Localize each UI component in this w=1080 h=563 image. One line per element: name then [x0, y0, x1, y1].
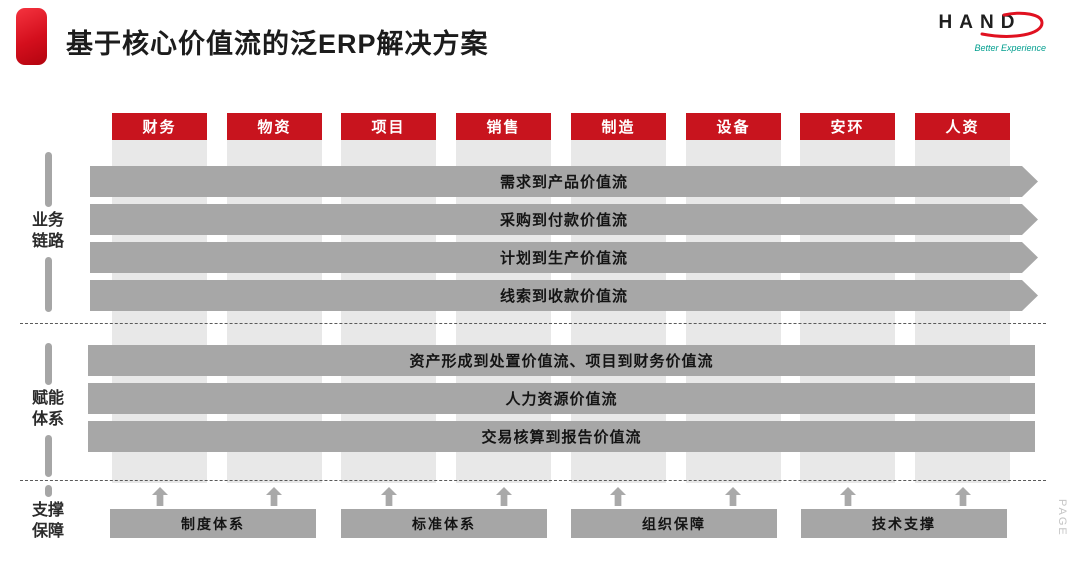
up-arrow-icon [496, 487, 512, 506]
section-bar [44, 485, 52, 497]
module-header-finance: 财务 [112, 113, 207, 140]
section-bar [44, 343, 52, 386]
section-label-support: 支撑 保障 [24, 485, 72, 543]
up-arrow-icon [955, 487, 971, 506]
module-header-manufacturing: 制造 [571, 113, 666, 140]
section-label-text: 支撑 保障 [31, 502, 64, 540]
up-arrow-icon [725, 487, 741, 506]
page-title: 基于核心价值流的泛ERP解决方案 [66, 29, 489, 59]
module-header-sales: 销售 [456, 113, 551, 140]
hand-logo: HAND Better Experience [914, 11, 1046, 53]
section-label-business-chain: 业务 链路 [24, 152, 72, 312]
section-label-text: 赋能 体系 [31, 390, 64, 428]
section-bar [44, 152, 52, 208]
title-accent-ribbon [16, 8, 47, 65]
module-header-hr: 人资 [915, 113, 1010, 140]
section-label-enable-system: 赋能 体系 [24, 343, 72, 477]
value-stream-arrow: 计划到生产价值流 [90, 242, 1038, 273]
logo-mark: HAND [914, 11, 1046, 42]
up-arrow-icon [610, 487, 626, 506]
section-bar [44, 434, 52, 477]
value-stream-bar: 资产形成到处置价值流、项目到财务价值流 [88, 345, 1035, 376]
value-stream-arrow: 需求到产品价值流 [90, 166, 1038, 197]
page-marker: PAGE [1056, 499, 1068, 537]
value-stream-arrow: 线索到收款价值流 [90, 280, 1038, 311]
logo-tagline: Better Experience [974, 43, 1046, 53]
support-box-standards: 标准体系 [341, 509, 547, 538]
support-box-technology: 技术支撑 [801, 509, 1007, 538]
module-header-projects: 项目 [341, 113, 436, 140]
up-arrow-icon [840, 487, 856, 506]
support-box-institution: 制度体系 [110, 509, 316, 538]
dashed-separator [20, 323, 1046, 324]
module-header-hse: 安环 [800, 113, 895, 140]
section-bar [44, 256, 52, 312]
support-box-organization: 组织保障 [571, 509, 777, 538]
value-stream-arrow: 采购到付款价值流 [90, 204, 1038, 235]
module-header-materials: 物资 [227, 113, 322, 140]
logo-wordmark: HAND [938, 12, 1022, 33]
module-header-equipment: 设备 [686, 113, 781, 140]
section-label-text: 业务 链路 [31, 212, 64, 250]
value-stream-bar: 人力资源价值流 [88, 383, 1035, 414]
up-arrow-icon [152, 487, 168, 506]
up-arrow-icon [381, 487, 397, 506]
value-stream-bar: 交易核算到报告价值流 [88, 421, 1035, 452]
up-arrow-icon [266, 487, 282, 506]
dashed-separator [20, 480, 1046, 481]
